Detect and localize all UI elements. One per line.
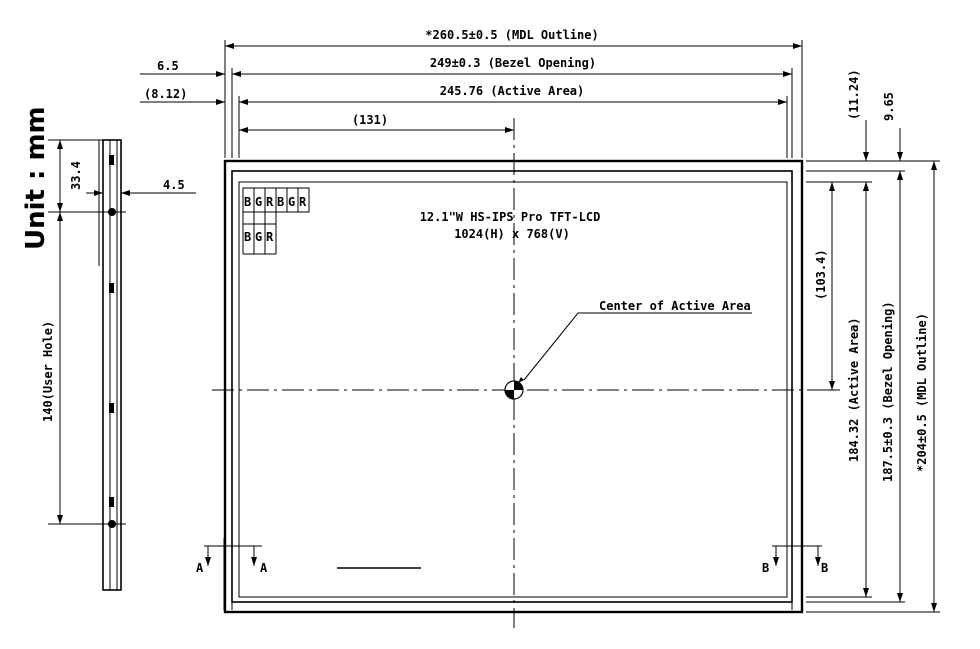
unit-label: Unit : mm (21, 106, 51, 250)
side-thickness-label: 4.5 (163, 178, 185, 192)
bezel-width-label: 249±0.3 (Bezel Opening) (430, 56, 596, 70)
pixel-sub-r: R (299, 195, 307, 209)
pixel-grid: B G R B G R B G R (242, 187, 310, 255)
front-view: Center of Active Area 12.1"W HS-IPS Pro … (196, 118, 828, 628)
side-view: 33.4 140(User Hole) 4.5 (41, 139, 196, 591)
right-dimensions: (11.24) 9.65 (103.4) 184.32 (Active Area… (806, 69, 940, 613)
half-height-label: (103.4) (814, 249, 828, 300)
top-active-label: (11.24) (847, 69, 861, 120)
active-width-label: 245.76 (Active Area) (440, 84, 585, 98)
side-slot (109, 497, 114, 507)
pixel-sub-b: B (244, 230, 251, 244)
active-height-label: 184.32 (Active Area) (847, 318, 861, 463)
top-bezel-label: 9.65 (882, 92, 896, 121)
left-active-label: (8.12) (144, 87, 187, 101)
bezel-height-label: 187.5±0.3 (Bezel Opening) (881, 301, 895, 482)
side-slot (109, 283, 114, 293)
mdl-width-label: *260.5±0.5 (MDL Outline) (425, 28, 598, 42)
half-width-label: (131) (352, 113, 388, 127)
section-a-left-label: A (196, 561, 204, 575)
section-b-left-label: B (762, 561, 769, 575)
bezel-opening (231, 170, 793, 603)
side-offset-label: 33.4 (69, 161, 83, 190)
top-dimensions: *260.5±0.5 (MDL Outline) 249±0.3 (Bezel … (140, 28, 803, 158)
section-a-right-label: A (260, 561, 268, 575)
pixel-sub-r: R (266, 195, 274, 209)
user-hole-label: 140(User Hole) (41, 321, 55, 422)
center-label: Center of Active Area (599, 299, 751, 313)
panel-title: 12.1"W HS-IPS Pro TFT-LCD (420, 210, 601, 224)
center-mark (504, 380, 524, 400)
pixel-sub-g: G (255, 230, 262, 244)
pixel-sub-b: B (277, 195, 284, 209)
side-slot (109, 403, 114, 413)
mdl-height-label: *204±0.5 (MDL Outline) (915, 313, 929, 472)
section-b-right-label: B (821, 561, 828, 575)
side-slot (109, 155, 114, 165)
pixel-sub-g: G (288, 195, 295, 209)
pixel-sub-g: G (255, 195, 262, 209)
pixel-sub-b: B (244, 195, 251, 209)
section-b-marker: B B (762, 538, 828, 610)
panel-resolution: 1024(H) x 768(V) (454, 227, 570, 241)
pixel-sub-r: R (266, 230, 274, 244)
left-bezel-label: 6.5 (157, 59, 179, 73)
section-a-marker: A A (196, 538, 268, 610)
